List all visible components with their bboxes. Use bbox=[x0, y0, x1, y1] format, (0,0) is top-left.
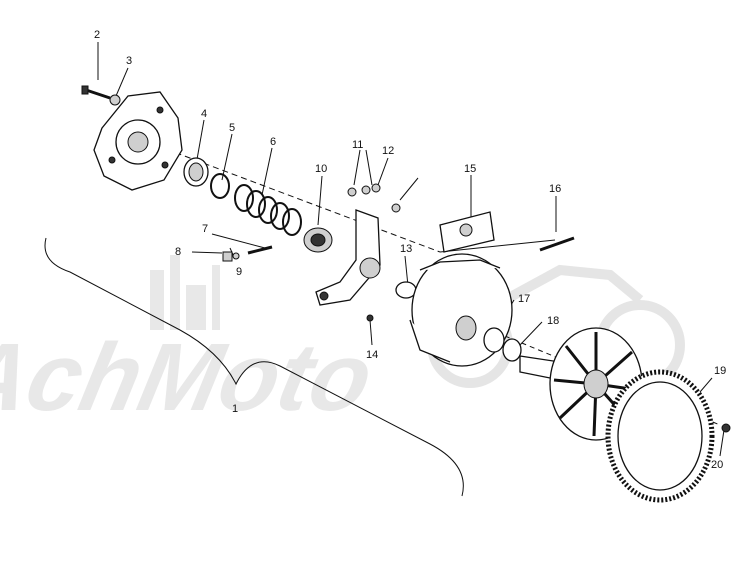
callout-13: 13 bbox=[400, 243, 412, 255]
callout-4: 4 bbox=[201, 108, 207, 120]
callout-18: 18 bbox=[547, 315, 559, 327]
callout-3: 3 bbox=[126, 55, 132, 67]
part-12-nut bbox=[371, 183, 381, 193]
callout-8: 8 bbox=[175, 246, 181, 258]
part-7-pin bbox=[247, 245, 273, 255]
part-15-plate bbox=[439, 211, 495, 253]
part-10-roller-assembly bbox=[303, 227, 333, 253]
part-4-bushing bbox=[183, 157, 209, 187]
callout-7: 7 bbox=[202, 223, 208, 235]
callout-12: 12 bbox=[382, 145, 394, 157]
callout-2: 2 bbox=[94, 29, 100, 41]
assembly-bracket bbox=[44, 237, 464, 497]
watermark-text: AchMoto bbox=[0, 323, 382, 431]
callout-15: 15 bbox=[464, 163, 476, 175]
part-20-bolt bbox=[721, 423, 731, 433]
part-5-snap-ring bbox=[210, 173, 230, 199]
part-2-bolt bbox=[81, 85, 111, 100]
part-17-bushing bbox=[483, 327, 505, 353]
part-14-screw bbox=[366, 314, 374, 322]
callout-11: 11 bbox=[352, 139, 363, 151]
callout-5: 5 bbox=[229, 122, 235, 134]
callout-6: 6 bbox=[270, 136, 276, 148]
callout-16: 16 bbox=[549, 183, 561, 195]
callout-10: 10 bbox=[315, 163, 327, 175]
part-6-spring bbox=[234, 184, 302, 236]
callout-17: 17 bbox=[518, 293, 530, 305]
part-9-roller bbox=[222, 251, 233, 262]
part-8-washer bbox=[232, 252, 240, 260]
part-cover-plate bbox=[93, 91, 183, 191]
callout-19: 19 bbox=[714, 365, 726, 377]
callout-14: 14 bbox=[366, 349, 378, 361]
part-3-washer bbox=[109, 94, 121, 106]
callout-9: 9 bbox=[236, 266, 242, 278]
part-11-nuts bbox=[347, 185, 371, 197]
callout-1: 1 bbox=[232, 403, 238, 415]
part-arm bbox=[315, 209, 381, 306]
part-small-screw bbox=[391, 203, 401, 213]
part-18-washer bbox=[502, 338, 522, 362]
callout-labels: 1 2 3 4 5 6 7 8 9 10 11 12 13 14 15 16 1… bbox=[94, 29, 726, 471]
part-16-rod bbox=[539, 236, 575, 252]
part-19-ring-gear bbox=[605, 369, 715, 503]
callout-20: 20 bbox=[711, 459, 723, 471]
watermark-city-icon bbox=[150, 255, 220, 330]
